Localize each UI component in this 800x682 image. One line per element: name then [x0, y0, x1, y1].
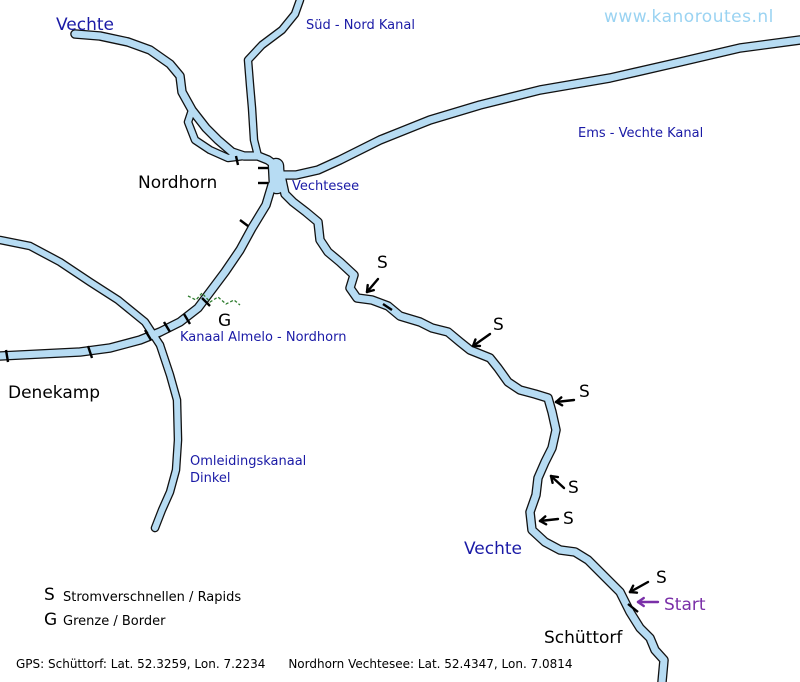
northwest-canal-outline: [0, 235, 165, 350]
weir-mark: [4, 349, 10, 363]
weirs: [4, 155, 639, 613]
label-denekamp: Denekamp: [8, 383, 101, 403]
weir-mark: [627, 603, 639, 613]
vechte-river: [71, 30, 668, 682]
rapid-arrows: [365, 277, 660, 608]
weir-mark: [143, 329, 153, 341]
weir-mark: [86, 345, 94, 359]
weir-mark: [382, 303, 393, 311]
rapid-marker: S: [579, 382, 590, 402]
vechtesee-lake: [269, 159, 284, 193]
legend-symbol-g: G: [44, 610, 58, 630]
rapid-marker: S: [493, 315, 504, 335]
weir-mark: [182, 313, 192, 325]
weir-mark: [239, 219, 249, 227]
label-vechte-mid: Vechte: [464, 539, 523, 559]
rapid-arrow: [538, 515, 560, 526]
rapid-arrow: [471, 332, 492, 348]
start-arrow: [636, 596, 660, 608]
ems-vechte-kanal: [278, 36, 800, 179]
label-kanaal-almelo-nordhorn: Kanaal Almelo - Nordhorn: [180, 330, 347, 345]
border-marker-g: G: [218, 311, 232, 331]
sud-nord-kanal: [245, 0, 303, 159]
website-brand: www.kanoroutes.nl: [604, 7, 774, 27]
rapid-marker: S: [568, 478, 579, 498]
label-vechte-top: Vechte: [56, 15, 115, 35]
rapid-marker: S: [377, 253, 388, 273]
kanaal-almelo-nordhorn: [0, 181, 276, 360]
legend-text-border: Grenze / Border: [63, 614, 166, 629]
label-sud-nord-kanal: Süd - Nord Kanal: [306, 18, 415, 33]
rapid-arrow: [549, 474, 566, 490]
omleidingskanaal-dinkel: [152, 342, 181, 531]
label-schuttorf: Schüttorf: [544, 628, 623, 648]
weir-mark: [201, 297, 211, 307]
label-vechtesee: Vechtesee: [292, 179, 360, 194]
legend-symbol-s: S: [44, 585, 55, 605]
label-omleidingskanaal: Omleidingskanaal: [190, 454, 307, 469]
weir-mark: [162, 321, 172, 333]
gps-coordinates: GPS: Schüttorf: Lat. 52.3259, Lon. 7.223…: [16, 657, 573, 671]
weir-mark: [234, 155, 240, 166]
label-dinkel: Dinkel: [190, 471, 231, 486]
rapid-arrow: [628, 580, 650, 594]
border-line: [187, 292, 241, 306]
label-start: Start: [664, 595, 706, 615]
rapid-marker: S: [563, 509, 574, 529]
rapid-arrow: [365, 277, 380, 294]
rapid-arrow: [554, 396, 576, 407]
label-nordhorn: Nordhorn: [138, 173, 218, 193]
legend-text-rapids: Stromverschnellen / Rapids: [63, 590, 242, 605]
label-ems-vechte-kanal: Ems - Vechte Kanal: [578, 126, 704, 141]
northwest-canal: [0, 237, 163, 348]
vechte-river-loop: [185, 107, 247, 161]
rapid-marker: S: [656, 568, 667, 588]
ems-vechte-kanal-outline: [277, 35, 800, 180]
